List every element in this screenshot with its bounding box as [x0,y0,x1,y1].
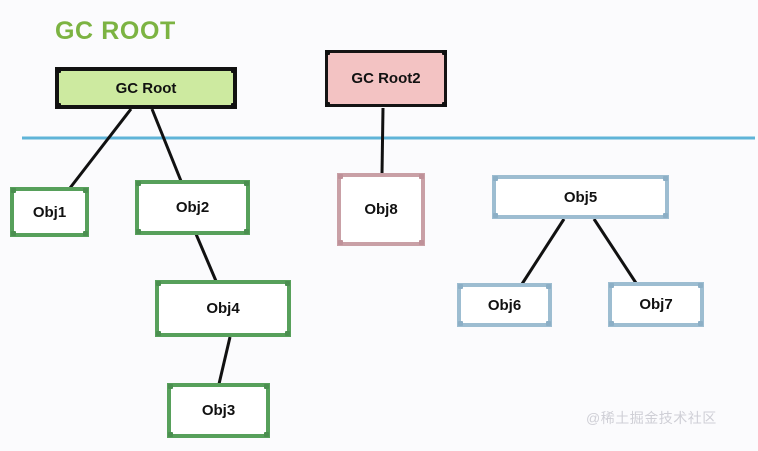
node-obj7[interactable]: Obj7 [608,282,704,327]
watermark: @稀土掘金技术社区 [586,410,717,426]
node-obj3[interactable]: Obj3 [167,383,270,438]
node-obj7-label: Obj7 [639,296,673,313]
edge-gcroot-obj2 [150,108,183,182]
node-obj8[interactable]: Obj8 [337,173,425,246]
handle-bottom-right [663,213,668,218]
node-obj4[interactable]: Obj4 [155,280,291,337]
handle-top-right [244,181,249,186]
handle-top-right [285,281,290,286]
node-gc-root[interactable]: GC Root [55,67,237,109]
handle-top-right [83,188,88,193]
node-obj5[interactable]: Obj5 [492,175,669,219]
handle-bottom-right [244,229,249,234]
handle-top-left [609,283,614,288]
handle-bottom-right [419,240,424,245]
handle-top-left [136,181,141,186]
node-obj5-label: Obj5 [563,188,598,206]
handle-top-right [546,284,551,289]
node-obj6-label: Obj6 [487,296,522,314]
handle-bottom-left [609,321,614,326]
handle-top-right [442,50,447,55]
handle-top-left [11,188,16,193]
handle-bottom-right [442,102,447,107]
handle-top-left [56,68,61,73]
handle-top-right [231,68,236,73]
handle-top-left [156,281,161,286]
handle-top-left [493,176,498,181]
node-obj4-label: Obj4 [206,300,240,317]
handle-bottom-left [136,229,141,234]
node-gc-root-label: GC Root [115,79,177,97]
handle-bottom-left [325,102,330,107]
node-obj1[interactable]: Obj1 [10,187,89,237]
node-obj3-label: Obj3 [201,402,236,419]
handle-top-right [698,283,703,288]
edge-obj4-obj3 [217,336,232,385]
handle-bottom-left [458,321,463,326]
node-obj2-label: Obj2 [175,199,210,216]
handle-bottom-right [83,231,88,236]
handle-bottom-left [11,231,16,236]
handle-top-left [338,174,343,179]
node-obj8-label: Obj8 [364,201,398,218]
handle-top-left [325,50,330,55]
handle-top-right [419,174,424,179]
handle-bottom-right [698,321,703,326]
node-obj6[interactable]: Obj6 [457,283,552,327]
edge-gcroot2-obj8 [380,107,385,175]
node-obj1-label: Obj1 [32,203,67,221]
handle-bottom-right [231,103,236,108]
edge-obj2-obj4 [194,233,218,282]
handle-bottom-right [285,331,290,336]
handle-bottom-right [264,432,269,437]
node-obj2[interactable]: Obj2 [135,180,250,235]
page-title: GC ROOT [55,17,176,45]
handle-top-left [458,284,463,289]
handle-bottom-right [546,321,551,326]
handle-bottom-left [168,432,173,437]
node-gc-root2[interactable]: GC Root2 [325,50,447,107]
edge-obj5-obj7 [592,218,638,284]
handle-top-right [663,176,668,181]
handle-bottom-left [156,331,161,336]
handle-top-left [168,384,173,389]
handle-top-right [264,384,269,389]
handle-bottom-left [338,240,343,245]
handle-bottom-left [56,103,61,108]
edge-obj5-obj6 [520,218,566,285]
handle-bottom-left [493,213,498,218]
edge-gcroot-obj1 [68,108,133,189]
node-gc-root2-label: GC Root2 [351,70,421,87]
